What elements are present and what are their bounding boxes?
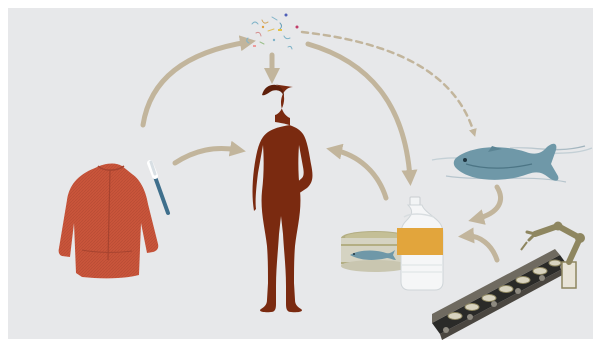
diagram-canvas (0, 0, 601, 347)
microplastic-pathways-diagram (0, 0, 601, 347)
